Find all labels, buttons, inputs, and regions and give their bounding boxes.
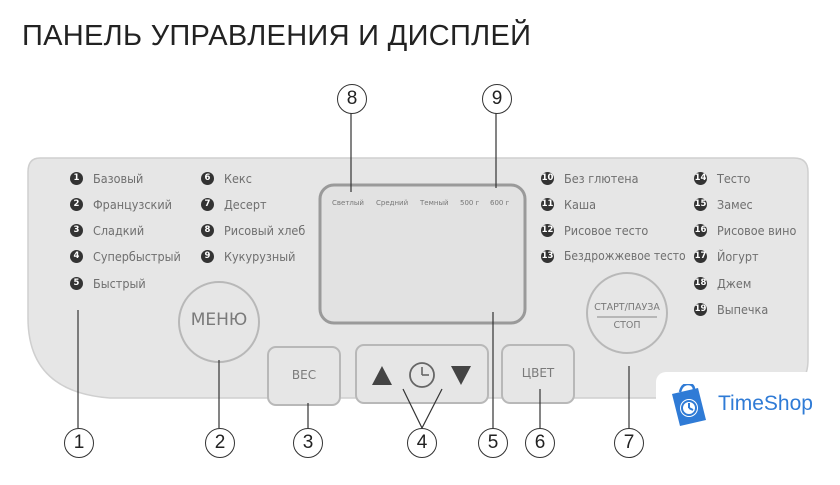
- display-label-light: Светлый: [332, 199, 364, 207]
- menu-button[interactable]: МЕНЮ: [190, 310, 248, 330]
- leader-lines: [77, 113, 630, 429]
- callout-2: 2: [205, 428, 235, 458]
- display-label-600g: 600 г: [490, 199, 510, 207]
- callout-8: 8: [337, 84, 367, 114]
- color-button-shape: [501, 344, 575, 404]
- callout-4: 4: [407, 428, 437, 458]
- color-button[interactable]: ЦВЕТ: [521, 366, 555, 380]
- display-screen: [318, 183, 527, 325]
- display-label-dark: Темный: [420, 199, 449, 207]
- logo-text: TimeShop: [718, 392, 813, 415]
- down-arrow-icon: [451, 366, 471, 385]
- callout-7: 7: [614, 428, 644, 458]
- callout-1: 1: [64, 428, 94, 458]
- display-label-medium: Средний: [376, 199, 409, 207]
- callout-5: 5: [478, 428, 508, 458]
- start-button-shape: [586, 272, 668, 354]
- callout-3: 3: [293, 428, 323, 458]
- stop-button[interactable]: СТОП: [613, 320, 641, 331]
- page-title: ПАНЕЛЬ УПРАВЛЕНИЯ И ДИСПЛЕЙ: [22, 20, 532, 52]
- weight-button[interactable]: ВЕС: [291, 368, 317, 382]
- weight-button-shape: [267, 346, 341, 406]
- up-arrow-icon: [372, 366, 392, 385]
- start-pause-button[interactable]: СТАРТ/ПАУЗА: [594, 302, 660, 313]
- display-label-500g: 500 г: [460, 199, 480, 207]
- clock-icon: [409, 362, 435, 388]
- callout-6: 6: [525, 428, 555, 458]
- shopping-bag-clock-icon: [672, 384, 706, 426]
- callout-9: 9: [482, 84, 512, 114]
